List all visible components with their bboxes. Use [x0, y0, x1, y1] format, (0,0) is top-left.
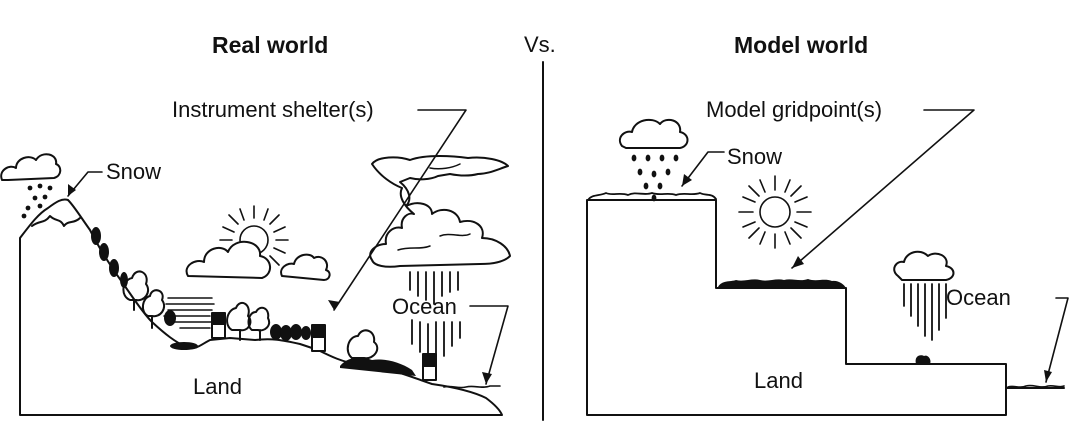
ocean-leader-real — [469, 305, 509, 385]
model-ocean — [1007, 384, 1065, 388]
snow-arrowhead-model — [682, 174, 692, 186]
ocean-arrowhead-model — [1044, 370, 1052, 382]
model-snow-cloud — [618, 118, 689, 149]
ocean-real — [443, 385, 501, 389]
cloud-real-2 — [280, 253, 331, 281]
versus-label: Vs. — [524, 32, 556, 57]
gridpoint-leader — [791, 109, 975, 269]
model-world-panel — [586, 109, 1069, 416]
land-label-model: Land — [754, 368, 803, 393]
model-rain-cloud — [893, 250, 955, 281]
instrument-shelter-label: Instrument shelter(s) — [172, 97, 374, 122]
ocean-leader-model — [1045, 297, 1069, 383]
snow-leader-real — [67, 171, 103, 197]
snowflakes — [21, 183, 53, 219]
storm-cloud — [369, 155, 511, 268]
ocean-label-model: Ocean — [946, 285, 1011, 310]
gridpoint-arrowhead — [792, 256, 804, 268]
snow-label-real: Snow — [106, 159, 162, 184]
model-snowflakes — [631, 154, 679, 202]
instrument-leader — [333, 109, 467, 311]
model-shrub — [915, 355, 931, 364]
sun-model — [738, 175, 812, 249]
coast-tree — [346, 329, 379, 360]
cloud-real-1 — [185, 241, 271, 279]
real-world-title: Real world — [212, 32, 329, 58]
instrument-arrowhead — [328, 300, 340, 310]
storm-cloud-detail — [397, 163, 471, 251]
snow-arrowhead-real — [68, 184, 76, 196]
snow-cloud — [0, 153, 62, 181]
model-rain — [903, 283, 947, 341]
snow-leader-model — [681, 151, 725, 187]
real-world-panel — [0, 109, 511, 416]
snow-cap — [31, 215, 81, 227]
model-world-title: Model world — [734, 32, 869, 58]
gridpoint-label: Model gridpoint(s) — [706, 97, 883, 122]
coastal-vegetation — [340, 357, 416, 376]
storm-rain — [409, 271, 461, 357]
ocean-arrowhead-real — [482, 372, 492, 384]
snow-label-model: Snow — [727, 144, 783, 169]
ocean-label-real: Ocean — [392, 294, 457, 319]
model-vegetation — [718, 279, 846, 288]
land-label-real: Land — [193, 374, 242, 399]
model-snow — [587, 192, 717, 201]
valley-haze — [163, 297, 215, 329]
instrument-shelters — [211, 312, 437, 381]
slope-trees — [91, 227, 198, 350]
valley-trees — [226, 301, 311, 341]
